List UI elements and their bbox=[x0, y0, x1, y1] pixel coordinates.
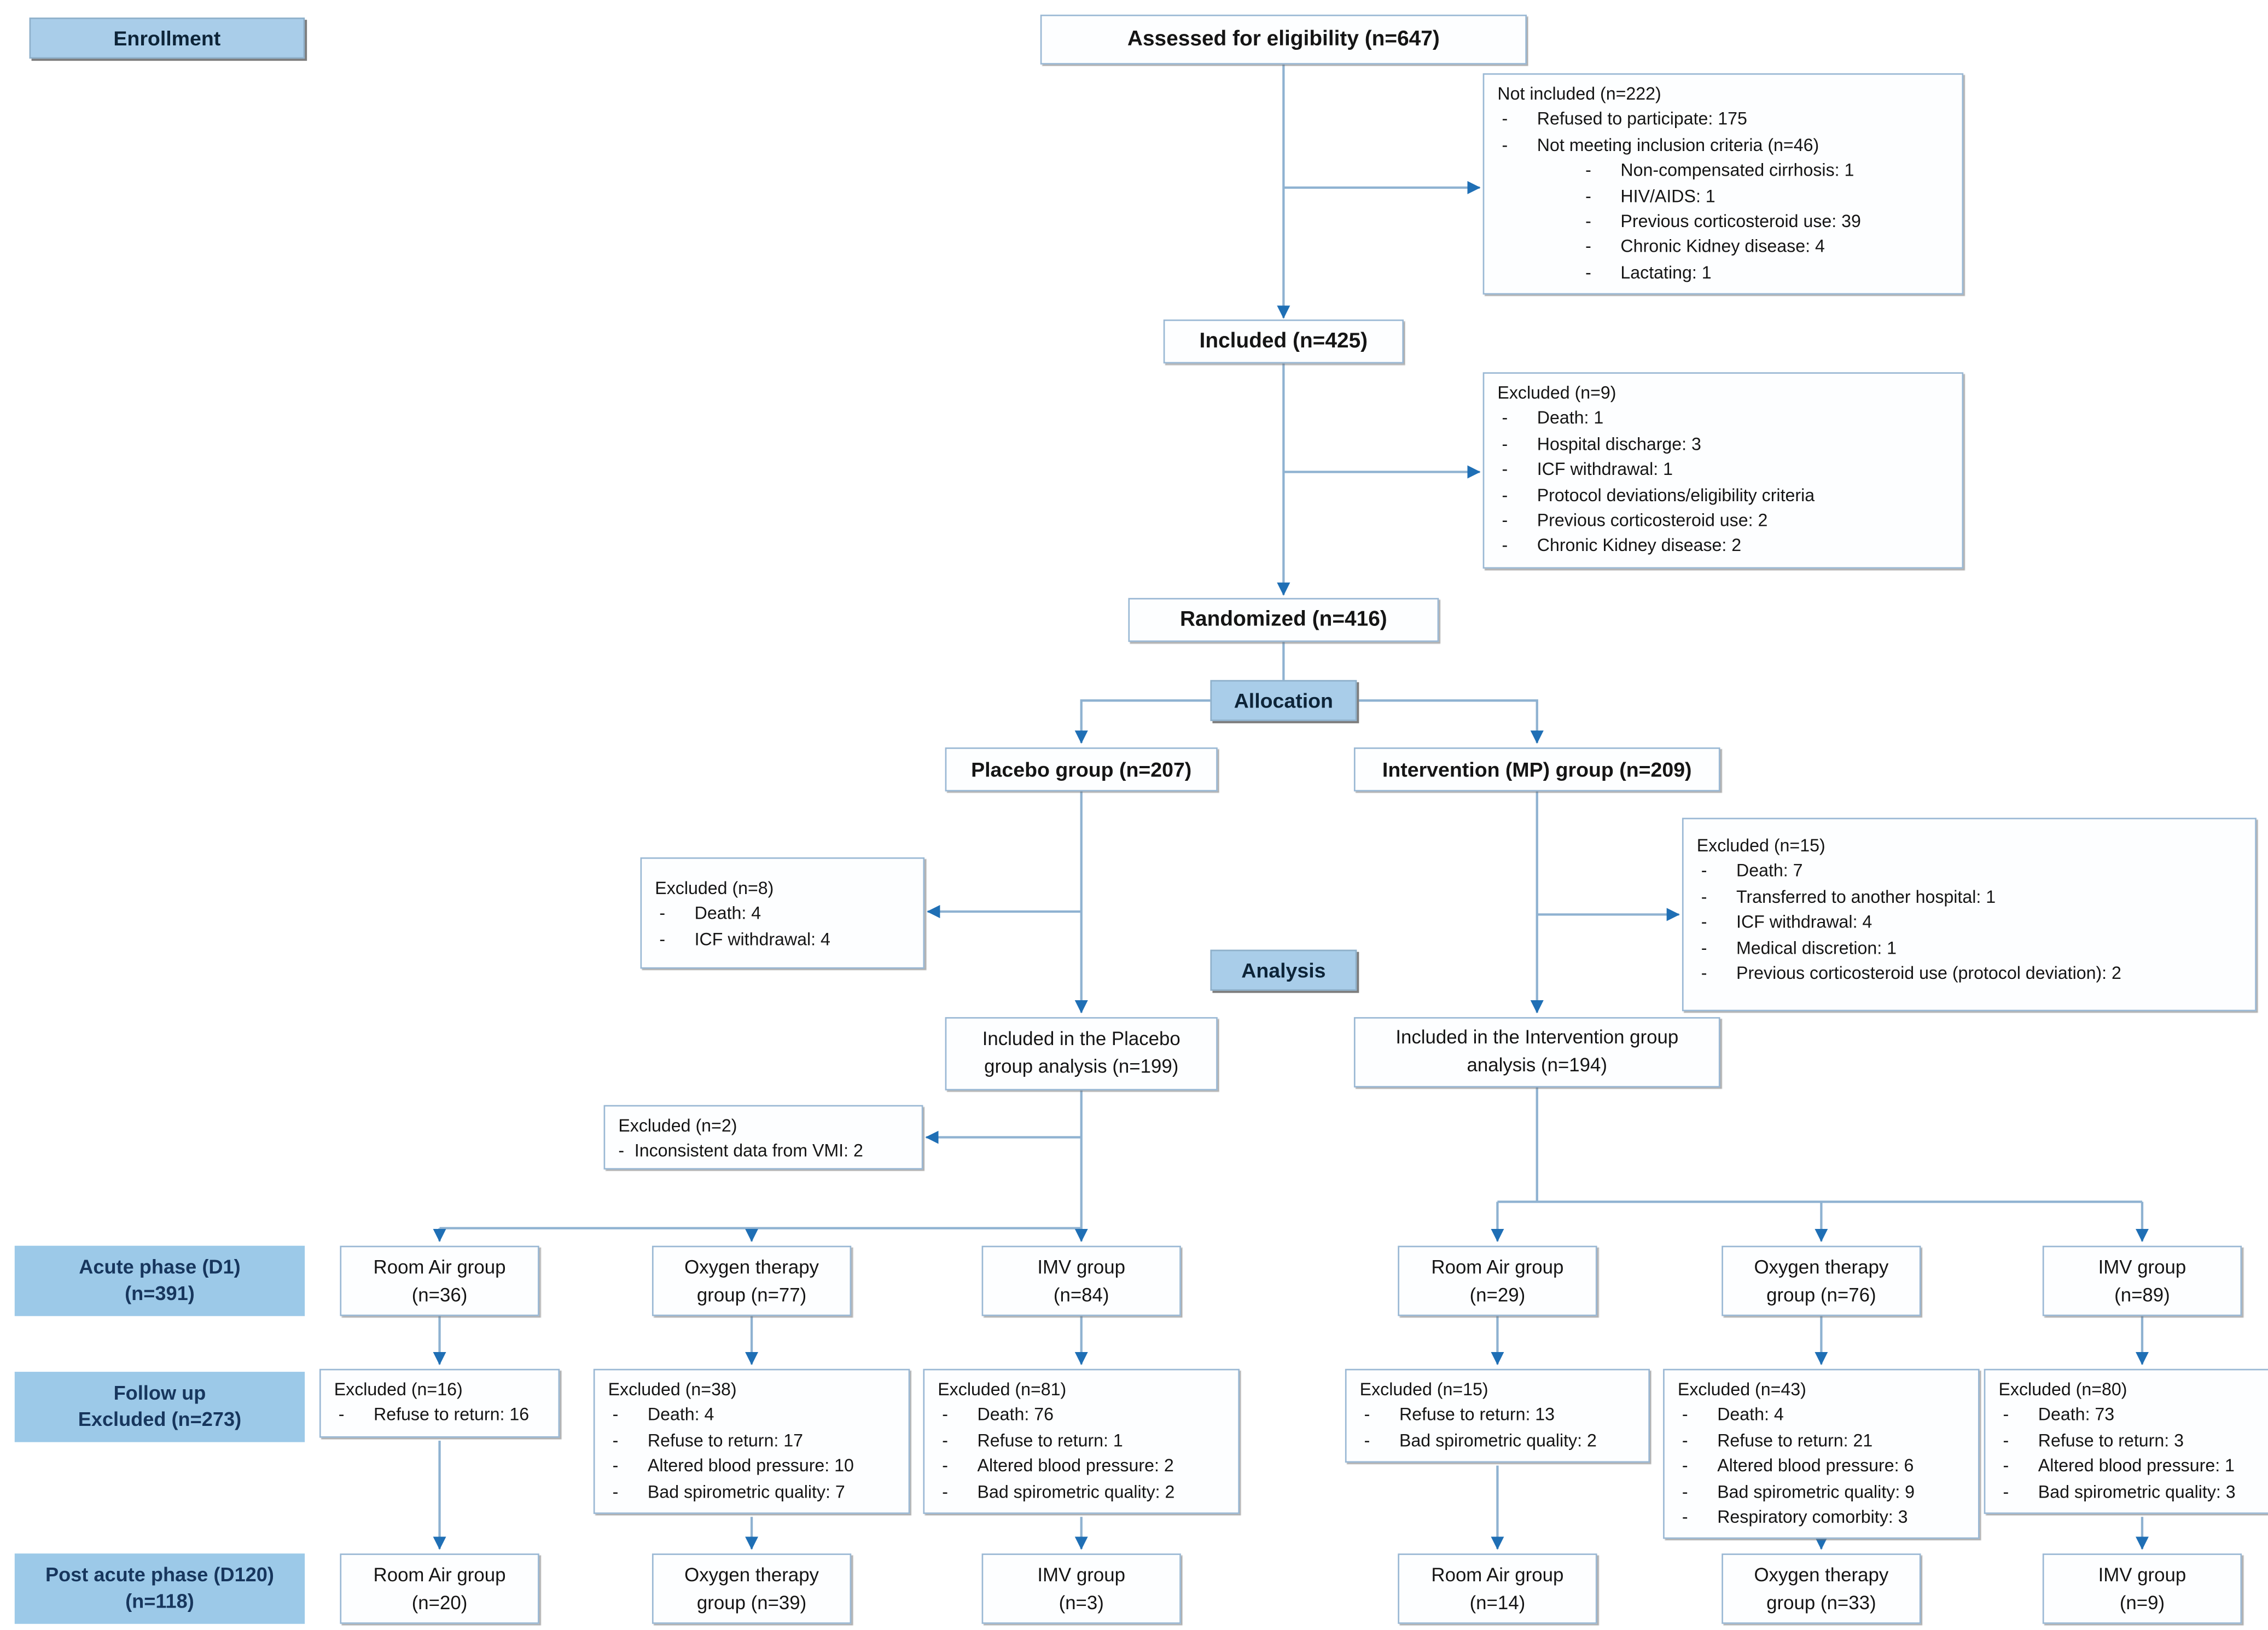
placebo-analysis-line1: Included in the Placebo bbox=[982, 1028, 1180, 1050]
acute-box5-line2: group (n=76) bbox=[1766, 1284, 1876, 1306]
postacute-phase-line2: (n=118) bbox=[125, 1590, 194, 1612]
acute-box6-line1: IMV group bbox=[2098, 1255, 2186, 1278]
followup-excluded-38-items: -Death: 4-Refuse to return: 17-Altered b… bbox=[612, 1405, 854, 1502]
excluded-9-box: Excluded (n=9) -Death: 1-Hospital discha… bbox=[1482, 372, 1964, 569]
acute-box5-line1: Oxygen therapy bbox=[1754, 1255, 1889, 1278]
acute-box6-line2: (n=89) bbox=[2114, 1284, 2170, 1306]
excluded-2-title: Excluded (n=2) bbox=[618, 1115, 737, 1136]
acute-room-air-intervention-box: Room Air group (n=29) bbox=[1398, 1245, 1597, 1316]
followup-excluded-80-box: Excluded (n=80) -Death: 73-Refuse to ret… bbox=[1984, 1368, 2268, 1514]
post-room-air-intervention-box: Room Air group (n=14) bbox=[1398, 1553, 1597, 1624]
followup-excluded-81-items: -Death: 76-Refuse to return: 1-Altered b… bbox=[942, 1405, 1175, 1502]
included-box: Included (n=425) bbox=[1163, 319, 1404, 364]
excluded-8-items: -Death: 4-ICF withdrawal: 4 bbox=[659, 903, 830, 950]
post-box2-line2: group (n=39) bbox=[696, 1591, 807, 1614]
postacute-phase-line1: Post acute phase (D120) bbox=[45, 1564, 274, 1587]
followup-phase-line1: Follow up bbox=[113, 1383, 206, 1405]
acute-phase-label: Acute phase (D1) (n=391) bbox=[14, 1245, 305, 1316]
acute-box4-line1: Room Air group bbox=[1431, 1255, 1564, 1278]
acute-box2-line1: Oxygen therapy bbox=[684, 1255, 819, 1278]
enrollment-label: Enrollment bbox=[29, 18, 305, 59]
post-room-air-placebo-box: Room Air group (n=20) bbox=[340, 1553, 539, 1624]
followup-excluded-16-box: Excluded (n=16) -Refuse to return: 16 bbox=[319, 1368, 560, 1438]
analysis-label: Analysis bbox=[1210, 949, 1357, 991]
acute-box3-line1: IMV group bbox=[1037, 1255, 1126, 1278]
post-oxygen-intervention-box: Oxygen therapy group (n=33) bbox=[1722, 1553, 1921, 1624]
excluded-2-items: -Inconsistent data from VMI: 2 bbox=[618, 1140, 863, 1162]
post-imv-placebo-box: IMV group (n=3) bbox=[981, 1553, 1181, 1624]
not-included-box: Not included (n=222) -Refused to partici… bbox=[1482, 73, 1964, 295]
followup-excluded-15-items: -Refuse to return: 13-Bad spirometric qu… bbox=[1364, 1405, 1597, 1451]
acute-box3-line2: (n=84) bbox=[1053, 1284, 1109, 1306]
acute-box4-line2: (n=29) bbox=[1469, 1284, 1526, 1306]
acute-box1-line2: (n=36) bbox=[411, 1284, 468, 1306]
post-box5-line2: group (n=33) bbox=[1766, 1591, 1876, 1614]
followup-excluded-16-items: -Refuse to return: 16 bbox=[338, 1405, 530, 1425]
excluded-8-title: Excluded (n=8) bbox=[655, 878, 774, 898]
excluded-9-items: -Death: 1-Hospital discharge: 3-ICF with… bbox=[1502, 408, 1815, 556]
randomized-box: Randomized (n=416) bbox=[1128, 598, 1439, 642]
not-included-title: Not included (n=222) bbox=[1497, 83, 1661, 105]
excluded-9-title: Excluded (n=9) bbox=[1497, 382, 1616, 403]
postacute-phase-label: Post acute phase (D120) (n=118) bbox=[14, 1553, 305, 1624]
followup-excluded-43-items: -Death: 4-Refuse to return: 21-Altered b… bbox=[1682, 1405, 1915, 1527]
followup-excluded-80-items: -Death: 73-Refuse to return: 3-Altered b… bbox=[2003, 1405, 2236, 1502]
placebo-group-box: Placebo group (n=207) bbox=[945, 747, 1218, 792]
acute-box2-line2: group (n=77) bbox=[696, 1284, 807, 1306]
excluded-8-box: Excluded (n=8) -Death: 4-ICF withdrawal:… bbox=[640, 857, 925, 969]
post-box4-line1: Room Air group bbox=[1431, 1563, 1564, 1585]
acute-phase-line1: Acute phase (D1) bbox=[79, 1256, 241, 1279]
acute-phase-line2: (n=391) bbox=[125, 1282, 195, 1304]
intervention-analysis-box: Included in the Intervention group analy… bbox=[1353, 1017, 1720, 1088]
post-imv-intervention-box: IMV group (n=9) bbox=[2042, 1553, 2242, 1624]
post-box2-line1: Oxygen therapy bbox=[684, 1563, 819, 1585]
followup-excluded-80-title: Excluded (n=80) bbox=[1998, 1379, 2127, 1400]
post-box4-line2: (n=14) bbox=[1469, 1591, 1526, 1614]
followup-excluded-38-title: Excluded (n=38) bbox=[608, 1379, 737, 1400]
followup-excluded-81-box: Excluded (n=81) -Death: 76-Refuse to ret… bbox=[923, 1368, 1240, 1514]
followup-excluded-38-box: Excluded (n=38) -Death: 4-Refuse to retu… bbox=[593, 1368, 910, 1514]
placebo-analysis-box: Included in the Placebo group analysis (… bbox=[945, 1017, 1218, 1090]
post-box3-line1: IMV group bbox=[1037, 1563, 1126, 1585]
post-box3-line2: (n=3) bbox=[1059, 1591, 1104, 1614]
post-box6-line1: IMV group bbox=[2098, 1563, 2186, 1585]
intervention-analysis-line1: Included in the Intervention group bbox=[1395, 1026, 1679, 1048]
assessed-box: Assessed for eligibility (n=647) bbox=[1040, 14, 1527, 65]
acute-imv-intervention-box: IMV group (n=89) bbox=[2042, 1245, 2242, 1316]
intervention-group-box: Intervention (MP) group (n=209) bbox=[1353, 747, 1720, 792]
post-oxygen-placebo-box: Oxygen therapy group (n=39) bbox=[652, 1553, 852, 1624]
followup-excluded-15-title: Excluded (n=15) bbox=[1359, 1379, 1488, 1400]
post-box5-line1: Oxygen therapy bbox=[1754, 1563, 1889, 1585]
excluded-2-box: Excluded (n=2) -Inconsistent data from V… bbox=[603, 1105, 923, 1170]
not-included-items: -Refused to participate: 175-Not meeting… bbox=[1502, 109, 1861, 283]
post-box1-line1: Room Air group bbox=[373, 1563, 506, 1585]
post-box1-line2: (n=20) bbox=[411, 1591, 468, 1614]
followup-excluded-15-box: Excluded (n=15) -Refuse to return: 13-Ba… bbox=[1345, 1368, 1650, 1463]
intervention-analysis-line2: analysis (n=194) bbox=[1467, 1053, 1607, 1076]
followup-phase-label: Follow up Excluded (n=273) bbox=[14, 1372, 305, 1442]
followup-phase-line2: Excluded (n=273) bbox=[78, 1408, 242, 1431]
post-box6-line2: (n=9) bbox=[2119, 1591, 2165, 1614]
excluded-15-box: Excluded (n=15) -Death: 7-Transferred to… bbox=[1682, 817, 2257, 1012]
acute-box1-line1: Room Air group bbox=[373, 1255, 506, 1278]
acute-imv-placebo-box: IMV group (n=84) bbox=[981, 1245, 1181, 1316]
followup-excluded-43-title: Excluded (n=43) bbox=[1677, 1379, 1806, 1400]
followup-excluded-81-title: Excluded (n=81) bbox=[938, 1379, 1067, 1400]
excluded-15-title: Excluded (n=15) bbox=[1696, 835, 1825, 856]
followup-excluded-16-title: Excluded (n=16) bbox=[334, 1379, 463, 1400]
excluded-15-items: -Death: 7-Transferred to another hospita… bbox=[1701, 861, 2121, 984]
followup-excluded-43-box: Excluded (n=43) -Death: 4-Refuse to retu… bbox=[1663, 1368, 1980, 1540]
acute-oxygen-intervention-box: Oxygen therapy group (n=76) bbox=[1722, 1245, 1921, 1316]
placebo-analysis-line2: group analysis (n=199) bbox=[984, 1055, 1179, 1077]
acute-oxygen-placebo-box: Oxygen therapy group (n=77) bbox=[652, 1245, 852, 1316]
allocation-label: Allocation bbox=[1210, 680, 1357, 721]
acute-room-air-placebo-box: Room Air group (n=36) bbox=[340, 1245, 539, 1316]
